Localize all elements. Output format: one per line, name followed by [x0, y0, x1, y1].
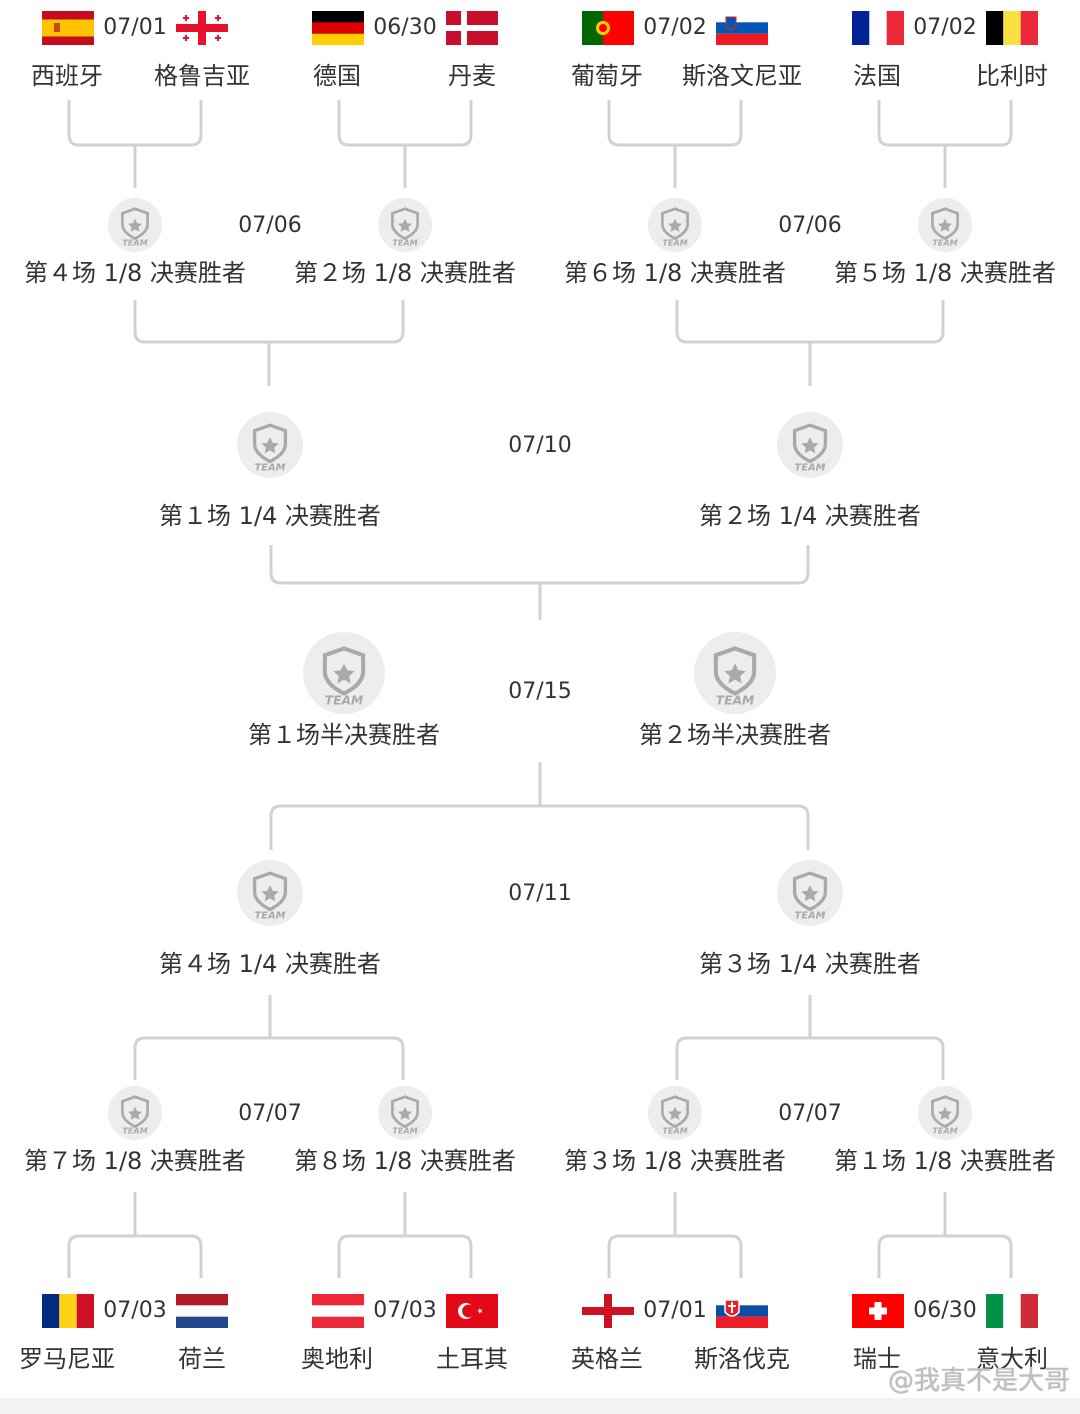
- badge-text: TEAM: [392, 1126, 417, 1136]
- winner-label: 第２场 1/8 决赛胜者: [294, 259, 516, 287]
- team-name-away: 荷兰: [178, 1345, 226, 1373]
- match-date: 07/02: [643, 15, 707, 40]
- winner-label: 第１场 1/4 决赛胜者: [159, 502, 381, 530]
- slovenia-flag-icon: [716, 11, 768, 45]
- team-placeholder-icon: TEAM: [378, 198, 432, 252]
- team-placeholder-icon: TEAM: [237, 412, 303, 478]
- team-placeholder-icon: TEAM: [648, 198, 702, 252]
- match-date: 07/07: [238, 1101, 302, 1126]
- team-name-away: 斯洛文尼亚: [682, 62, 802, 90]
- winner-label: 第６场 1/8 决赛胜者: [564, 259, 786, 287]
- team-name-home: 瑞士: [853, 1345, 901, 1373]
- winner-label: 第７场 1/8 决赛胜者: [24, 1147, 246, 1175]
- team-placeholder-icon: TEAM: [918, 1086, 972, 1140]
- team-name-away: 格鲁吉亚: [154, 62, 250, 90]
- badge-text: TEAM: [325, 693, 364, 707]
- germany-flag-icon: [312, 11, 364, 45]
- portugal-flag-icon: [582, 11, 634, 45]
- badge-text: TEAM: [122, 1126, 147, 1136]
- match-date: 07/06: [238, 213, 302, 238]
- team-name-away: 斯洛伐克: [694, 1345, 790, 1373]
- team-placeholder-icon: TEAM: [237, 860, 303, 926]
- winner-label: 第２场半决赛胜者: [639, 721, 831, 749]
- team-name-home: 葡萄牙: [571, 62, 643, 90]
- match-date: 07/06: [778, 213, 842, 238]
- badge-text: TEAM: [662, 1126, 687, 1136]
- badge-text: TEAM: [662, 238, 687, 248]
- badge-text: TEAM: [255, 462, 286, 473]
- badge-text: TEAM: [716, 693, 755, 707]
- match-date: 06/30: [913, 1298, 977, 1323]
- romania-flag-icon: [42, 1294, 94, 1328]
- badge-text: TEAM: [122, 238, 147, 248]
- match-date: 07/07: [778, 1101, 842, 1126]
- slovakia-flag-icon: [716, 1294, 768, 1328]
- belgium-flag-icon: [986, 11, 1038, 45]
- team-name-home: 西班牙: [31, 62, 103, 90]
- austria-flag-icon: [312, 1294, 364, 1328]
- match-date: 06/30: [373, 15, 437, 40]
- match-date: 07/01: [643, 1298, 707, 1323]
- badge-text: TEAM: [932, 1126, 957, 1136]
- match-date: 07/03: [373, 1298, 437, 1323]
- badge-text: TEAM: [795, 910, 826, 921]
- team-name-home: 德国: [313, 62, 361, 90]
- england-flag-icon: [582, 1294, 634, 1328]
- turkey-flag-icon: [446, 1294, 498, 1328]
- match-date: 07/01: [103, 15, 167, 40]
- team-name-away: 丹麦: [448, 62, 496, 90]
- team-name-home: 英格兰: [571, 1345, 643, 1373]
- team-placeholder-icon: TEAM: [108, 198, 162, 252]
- match-date: 07/11: [508, 881, 572, 906]
- winner-label: 第８场 1/8 决赛胜者: [294, 1147, 516, 1175]
- badge-text: TEAM: [255, 910, 286, 921]
- team-name-away: 比利时: [976, 62, 1048, 90]
- match-date: 07/03: [103, 1298, 167, 1323]
- team-name-home: 罗马尼亚: [19, 1345, 115, 1373]
- france-flag-icon: [852, 11, 904, 45]
- denmark-flag-icon: [446, 11, 498, 45]
- netherlands-flag-icon: [176, 1294, 228, 1328]
- georgia-flag-icon: [176, 11, 228, 45]
- spain-flag-icon: [42, 11, 94, 45]
- team-placeholder-icon: TEAM: [648, 1086, 702, 1140]
- team-placeholder-icon: TEAM: [303, 632, 385, 714]
- italy-flag-icon: [986, 1294, 1038, 1328]
- match-date: 07/15: [508, 679, 572, 704]
- winner-label: 第４场 1/8 决赛胜者: [24, 259, 246, 287]
- match-date: 07/10: [508, 433, 572, 458]
- team-name-away: 意大利: [976, 1345, 1048, 1373]
- winner-label: 第５场 1/8 决赛胜者: [834, 259, 1056, 287]
- team-placeholder-icon: TEAM: [918, 198, 972, 252]
- badge-text: TEAM: [392, 238, 417, 248]
- badge-text: TEAM: [795, 462, 826, 473]
- watermark: @我真不是大哥: [887, 1366, 1070, 1396]
- winner-label: 第１场半决赛胜者: [248, 721, 440, 749]
- team-name-home: 奥地利: [301, 1345, 373, 1373]
- winner-label: 第４场 1/4 决赛胜者: [159, 950, 381, 978]
- match-date: 07/02: [913, 15, 977, 40]
- team-placeholder-icon: TEAM: [694, 632, 776, 714]
- team-name-home: 法国: [853, 62, 901, 90]
- winner-label: 第２场 1/4 决赛胜者: [699, 502, 921, 530]
- team-name-away: 土耳其: [436, 1345, 508, 1373]
- team-placeholder-icon: TEAM: [777, 412, 843, 478]
- badge-text: TEAM: [932, 238, 957, 248]
- team-placeholder-icon: TEAM: [108, 1086, 162, 1140]
- team-placeholder-icon: TEAM: [378, 1086, 432, 1140]
- winner-label: 第３场 1/8 决赛胜者: [564, 1147, 786, 1175]
- bottom-bar: [0, 1398, 1080, 1414]
- switzerland-flag-icon: [852, 1294, 904, 1328]
- winner-label: 第３场 1/4 决赛胜者: [699, 950, 921, 978]
- winner-label: 第１场 1/8 决赛胜者: [834, 1147, 1056, 1175]
- team-placeholder-icon: TEAM: [777, 860, 843, 926]
